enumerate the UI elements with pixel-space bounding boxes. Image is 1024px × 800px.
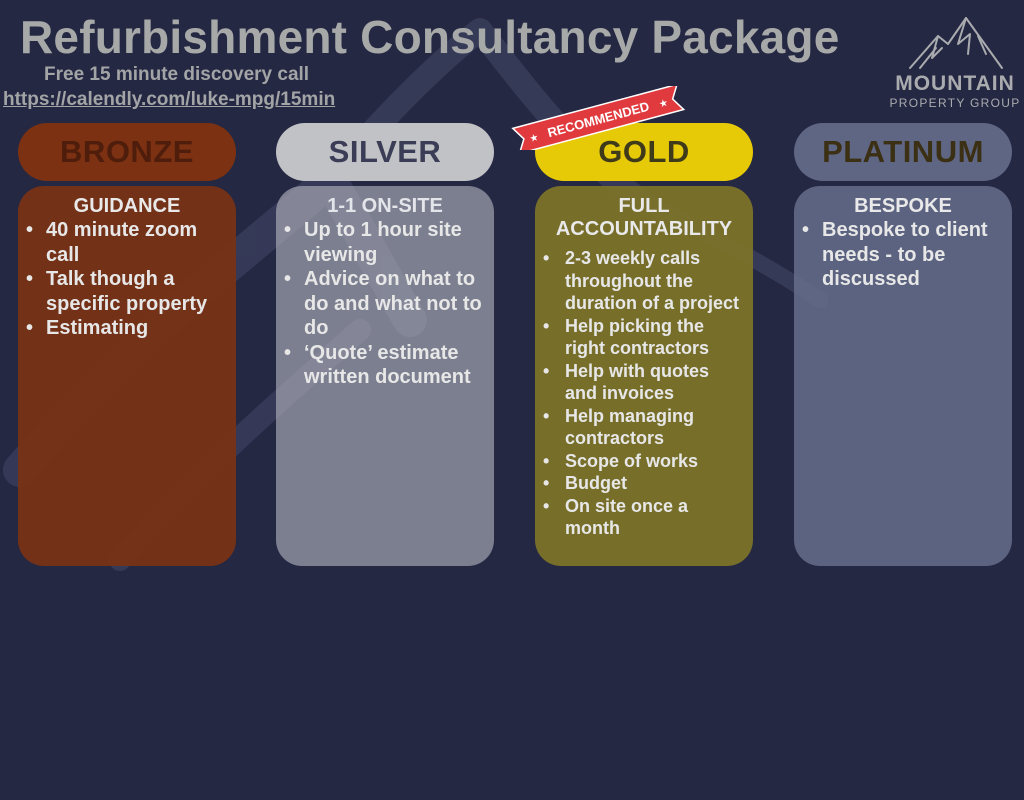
list-item: ‘Quote’ estimate written document <box>284 341 486 390</box>
list-item: Estimating <box>26 316 228 341</box>
list-item: 40 minute zoom call <box>26 218 228 267</box>
list-item: On site once a month <box>543 495 745 540</box>
recommended-ribbon: RECOMMENDED ★ ★ <box>511 86 686 150</box>
list-item: 2-3 weekly calls throughout the duration… <box>543 247 745 315</box>
list-item: Bespoke to client needs - to be discusse… <box>802 218 1004 292</box>
list-item: Help picking the right contractors <box>543 315 745 360</box>
list-item: Talk though a specific property <box>26 267 228 316</box>
calendly-link[interactable]: https://calendly.com/luke-mpg/15min <box>3 89 336 110</box>
feature-list: Up to 1 hour site viewing Advice on what… <box>284 218 486 390</box>
card-heading: BESPOKE <box>854 195 952 217</box>
page-title: Refurbishment Consultancy Package <box>20 11 840 63</box>
tier-pill-silver: SILVER <box>276 123 494 181</box>
list-item: Help managing contractors <box>543 405 745 450</box>
discovery-call-subtitle: Free 15 minute discovery call <box>44 64 310 85</box>
feature-list: 2-3 weekly calls throughout the duration… <box>543 247 745 540</box>
card-heading: 1-1 ON-SITE <box>327 195 443 217</box>
card-heading: GUIDANCE <box>73 195 181 217</box>
mountain-icon <box>909 17 1003 69</box>
feature-list: 40 minute zoom call Talk though a specif… <box>26 218 228 341</box>
star-icon: ★ <box>528 132 540 145</box>
feature-list: Bespoke to client needs - to be discusse… <box>802 218 1004 292</box>
card-heading: FULL ACCOUNTABILITY <box>555 195 733 240</box>
tier-pill-platinum: PLATINUM <box>794 123 1012 181</box>
list-item: Up to 1 hour site viewing <box>284 218 486 267</box>
list-item: Budget <box>543 472 745 495</box>
star-icon: ★ <box>658 98 670 111</box>
logo-name: MOUNTAIN <box>895 72 1015 95</box>
company-logo: MOUNTAIN PROPERTY GROUP <box>888 14 1024 114</box>
package-card-platinum: BESPOKE Bespoke to client needs - to be … <box>794 186 1012 566</box>
list-item: Advice on what to do and what not to do <box>284 267 486 341</box>
list-item: Scope of works <box>543 450 745 473</box>
package-card-silver: 1-1 ON-SITE Up to 1 hour site viewing Ad… <box>276 186 494 566</box>
package-card-gold: FULL ACCOUNTABILITY 2-3 weekly calls thr… <box>535 186 753 566</box>
logo-tagline: PROPERTY GROUP <box>889 96 1021 110</box>
package-card-bronze: GUIDANCE 40 minute zoom call Talk though… <box>18 186 236 566</box>
list-item: Help with quotes and invoices <box>543 360 745 405</box>
tier-pill-bronze: BRONZE <box>18 123 236 181</box>
